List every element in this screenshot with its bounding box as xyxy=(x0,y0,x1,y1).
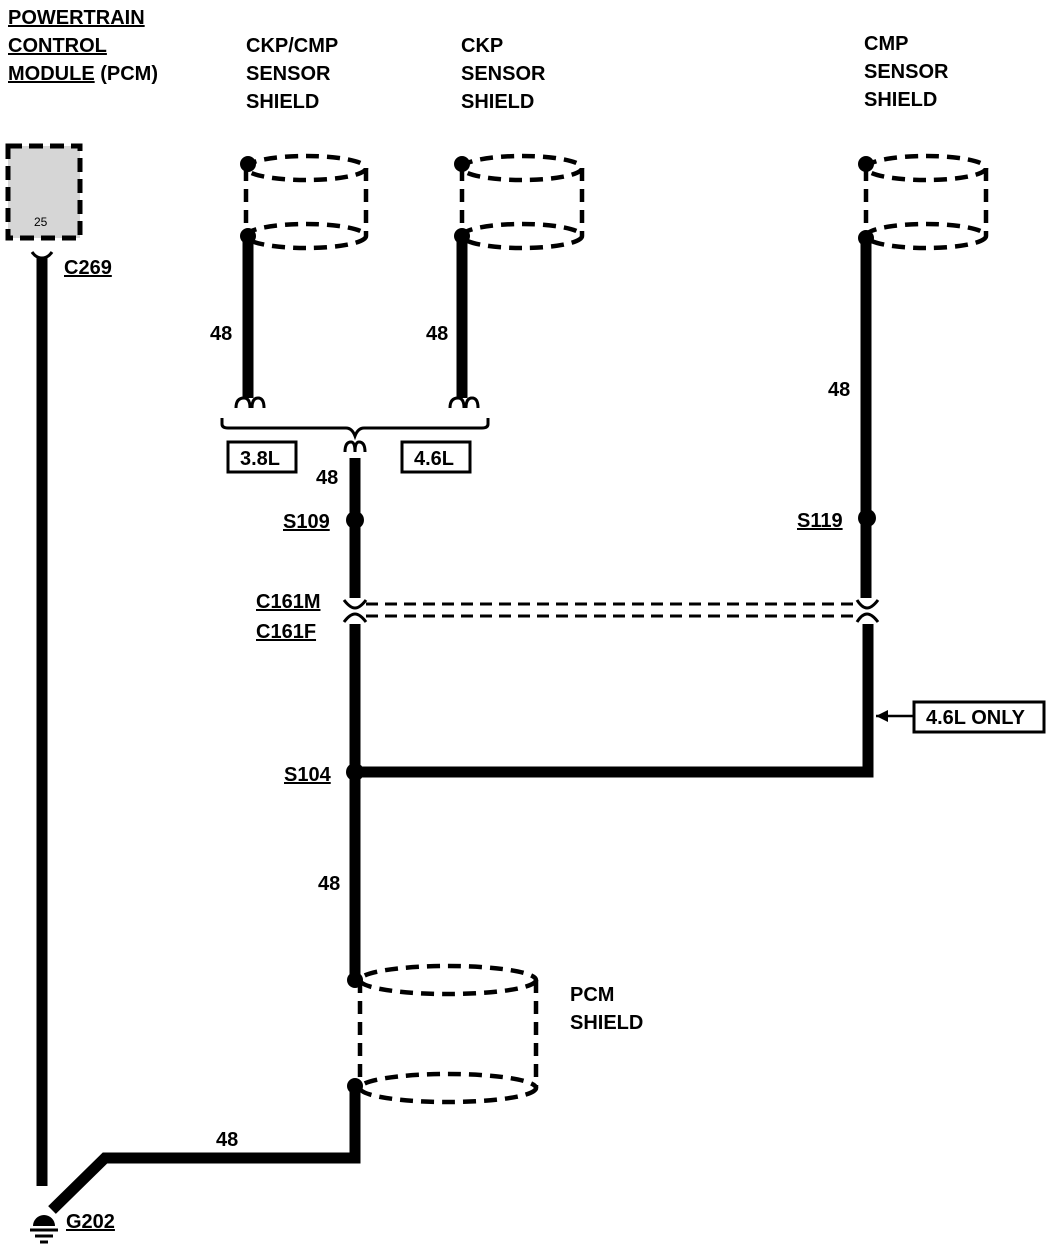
s104-down-circuit-number: 48 xyxy=(318,873,340,895)
engine-only-note: 4.6L ONLY xyxy=(876,700,1046,734)
pcm-shield xyxy=(357,963,539,1105)
ckp-shield-label-2: SENSOR xyxy=(461,63,546,85)
pcm-pin-number: 25 xyxy=(34,215,48,229)
s119-splice-dot[interactable] xyxy=(858,509,876,527)
ckp-cmp-wire-terminal-b xyxy=(250,396,266,409)
c161m-right-pin xyxy=(855,599,880,610)
ckp-cmp-shield-label-2: SENSOR xyxy=(246,63,331,85)
c161m-label: C161M xyxy=(256,591,320,613)
pcm-title-abbrev: (PCM) xyxy=(95,63,158,85)
merged-wire-terminal xyxy=(343,440,357,453)
ckp-shield-label-3: SHIELD xyxy=(461,91,534,113)
c161f-right-pin xyxy=(855,612,880,623)
c161-connector[interactable] xyxy=(342,599,880,623)
ckp-sensor-shield xyxy=(459,153,585,251)
s109-splice-dot[interactable] xyxy=(346,511,364,529)
ground-dome xyxy=(33,1215,55,1226)
cmp-return-wire[interactable] xyxy=(355,624,874,778)
cmp-circuit-number: 48 xyxy=(828,379,850,401)
pcm-title-line-3: MODULE (PCM) xyxy=(8,63,158,85)
engine-b-label: 4.6L xyxy=(414,448,454,470)
cmp-shield-label-2: SENSOR xyxy=(864,61,949,83)
ckp-cmp-sensor-shield xyxy=(243,153,369,251)
pcm-title-module: MODULE xyxy=(8,63,95,85)
c269-connector-symbol xyxy=(30,251,54,260)
pcm-shield-top-dot xyxy=(347,972,363,988)
engine-a-box xyxy=(226,440,298,474)
cmp-shield-top-dot xyxy=(858,156,874,172)
engine-b-box xyxy=(400,440,472,474)
s119-label: S119 xyxy=(797,510,843,532)
pcm-box-outline xyxy=(5,143,83,241)
c161f-left-pin xyxy=(342,612,368,623)
merged-circuit-number: 48 xyxy=(316,467,338,489)
ckp-wire-terminal-b xyxy=(464,396,480,409)
pcm-shield-bottom-dot xyxy=(347,1078,363,1094)
ckp-cmp-shield-label-1: CKP/CMP xyxy=(246,35,338,57)
pcm-title-line-1: POWERTRAIN xyxy=(8,7,145,29)
ckp-cmp-shield-top-dot xyxy=(240,156,256,172)
g202-ground-symbol[interactable] xyxy=(30,1215,58,1244)
c161m-left-pin xyxy=(342,599,368,610)
ckp-circuit-number: 48 xyxy=(426,323,448,345)
pcm-module-box[interactable]: 25 xyxy=(5,143,83,241)
c161f-label: C161F xyxy=(256,621,316,643)
s104-label: S104 xyxy=(284,764,332,786)
cmp-sensor-shield xyxy=(863,153,989,251)
engine-option-bracket xyxy=(220,418,490,441)
pcm-title: POWERTRAIN CONTROL MODULE (PCM) xyxy=(8,7,158,85)
ckp-shield-top-dot xyxy=(454,156,470,172)
pcm-shield-ground-wire[interactable] xyxy=(48,1085,361,1214)
merged-wire-terminal-b xyxy=(353,440,367,453)
ground-circuit-number: 48 xyxy=(216,1129,238,1151)
pcm-title-line-2: CONTROL xyxy=(8,35,107,57)
s104-splice-dot[interactable] xyxy=(346,763,364,781)
s109-label: S109 xyxy=(283,511,330,533)
ckp-cmp-circuit-number: 48 xyxy=(210,323,232,345)
ckp-cmp-shield-label-3: SHIELD xyxy=(246,91,319,113)
engine-a-label: 3.8L xyxy=(240,448,280,470)
ckp-wire-terminal xyxy=(448,396,466,409)
note-box xyxy=(912,700,1046,734)
note-label: 4.6L ONLY xyxy=(926,707,1026,729)
cmp-shield-label-3: SHIELD xyxy=(864,89,937,111)
c269-label: C269 xyxy=(64,257,112,279)
ckp-cmp-wire-terminal xyxy=(234,396,252,409)
note-arrowhead xyxy=(876,710,888,722)
g202-label: G202 xyxy=(66,1211,115,1233)
pcm-shield-label-2: SHIELD xyxy=(570,1012,643,1034)
cmp-shield-label-1: CMP xyxy=(864,33,908,55)
ckp-shield-label-1: CKP xyxy=(461,35,503,57)
pcm-shield-label-1: PCM xyxy=(570,984,614,1006)
